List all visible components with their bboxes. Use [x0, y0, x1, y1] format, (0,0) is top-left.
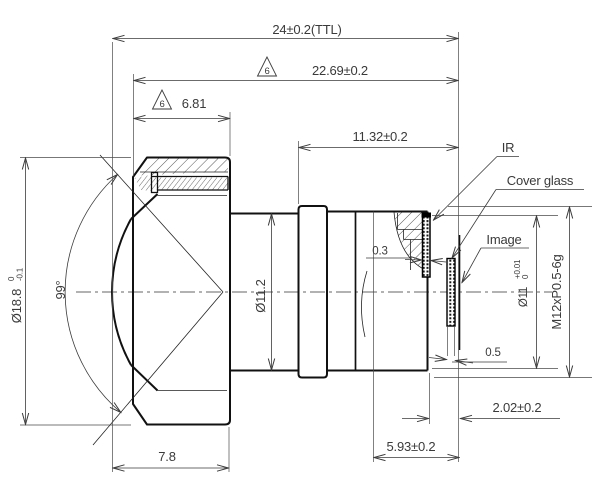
- dim-ir-thickness-label: 0.3: [372, 246, 387, 258]
- front-barrel: [111, 156, 231, 426]
- cover-glass: [446, 257, 456, 327]
- dim-front-diameter: Ø18.8 0 -0.1: [7, 267, 25, 323]
- dim-front-diameter-tol-upper: 0: [7, 276, 16, 281]
- dim-neck-diameter: Ø11.2: [253, 279, 268, 312]
- dim-fov-angle-value: 99°: [53, 280, 68, 299]
- revision-flag-2-value: 6: [159, 99, 164, 110]
- dim-thread-to-image-label: 5.93±0.2: [387, 439, 436, 454]
- dim-front-barrel-label: 7.8: [158, 449, 175, 464]
- dim-total-track-label: 24±0.2(TTL): [272, 22, 341, 37]
- dimension-labels: 24±0.2(TTL) 6 22.69±0.2 6 6.81 11.32±0.2…: [7, 22, 574, 464]
- ir-filter: [421, 212, 431, 278]
- dim-front-group-label: 6.81: [182, 96, 207, 111]
- neck-section: [230, 212, 299, 372]
- image-plane-label: Image: [486, 232, 521, 247]
- dim-neck-diameter-value: Ø11.2: [253, 279, 268, 312]
- dim-rear-clearance-label: 2.02±0.2: [493, 400, 542, 415]
- revision-flag-2: 6: [151, 88, 173, 110]
- dim-thread-spec-value: M12xP0.5-6g: [549, 254, 564, 329]
- revision-flag-1-value: 6: [264, 66, 269, 77]
- dim-bore-diameter-tol-upper: +0.01: [513, 259, 522, 279]
- fov-rays: [64, 154, 224, 446]
- ir-filter-label: IR: [502, 140, 515, 155]
- retaining-ring: [150, 171, 229, 391]
- revision-flag-1: 6: [256, 55, 278, 77]
- leader-lines: [366, 156, 584, 363]
- dim-fov-angle: 99°: [53, 280, 68, 299]
- dim-barrel-to-image-label: 22.69±0.2: [312, 63, 368, 78]
- dim-bore-diameter-tol-lower: 0: [521, 274, 530, 279]
- flange-section: [297, 205, 328, 379]
- dim-thread-spec: M12xP0.5-6g: [549, 254, 564, 329]
- dim-rear-to-image-label: 11.32±0.2: [353, 129, 408, 144]
- cover-glass-label: Cover glass: [507, 173, 574, 188]
- dim-front-diameter-value: Ø18.8: [9, 289, 24, 323]
- dim-front-diameter-tol-lower: -0.1: [16, 267, 25, 281]
- dimension-lines: [26, 39, 570, 469]
- dim-cover-glass-label: 0.5: [485, 347, 500, 359]
- dim-bore-diameter: Ø11 +0.01 0: [513, 259, 530, 307]
- dim-bore-diameter-value: Ø11: [518, 287, 530, 307]
